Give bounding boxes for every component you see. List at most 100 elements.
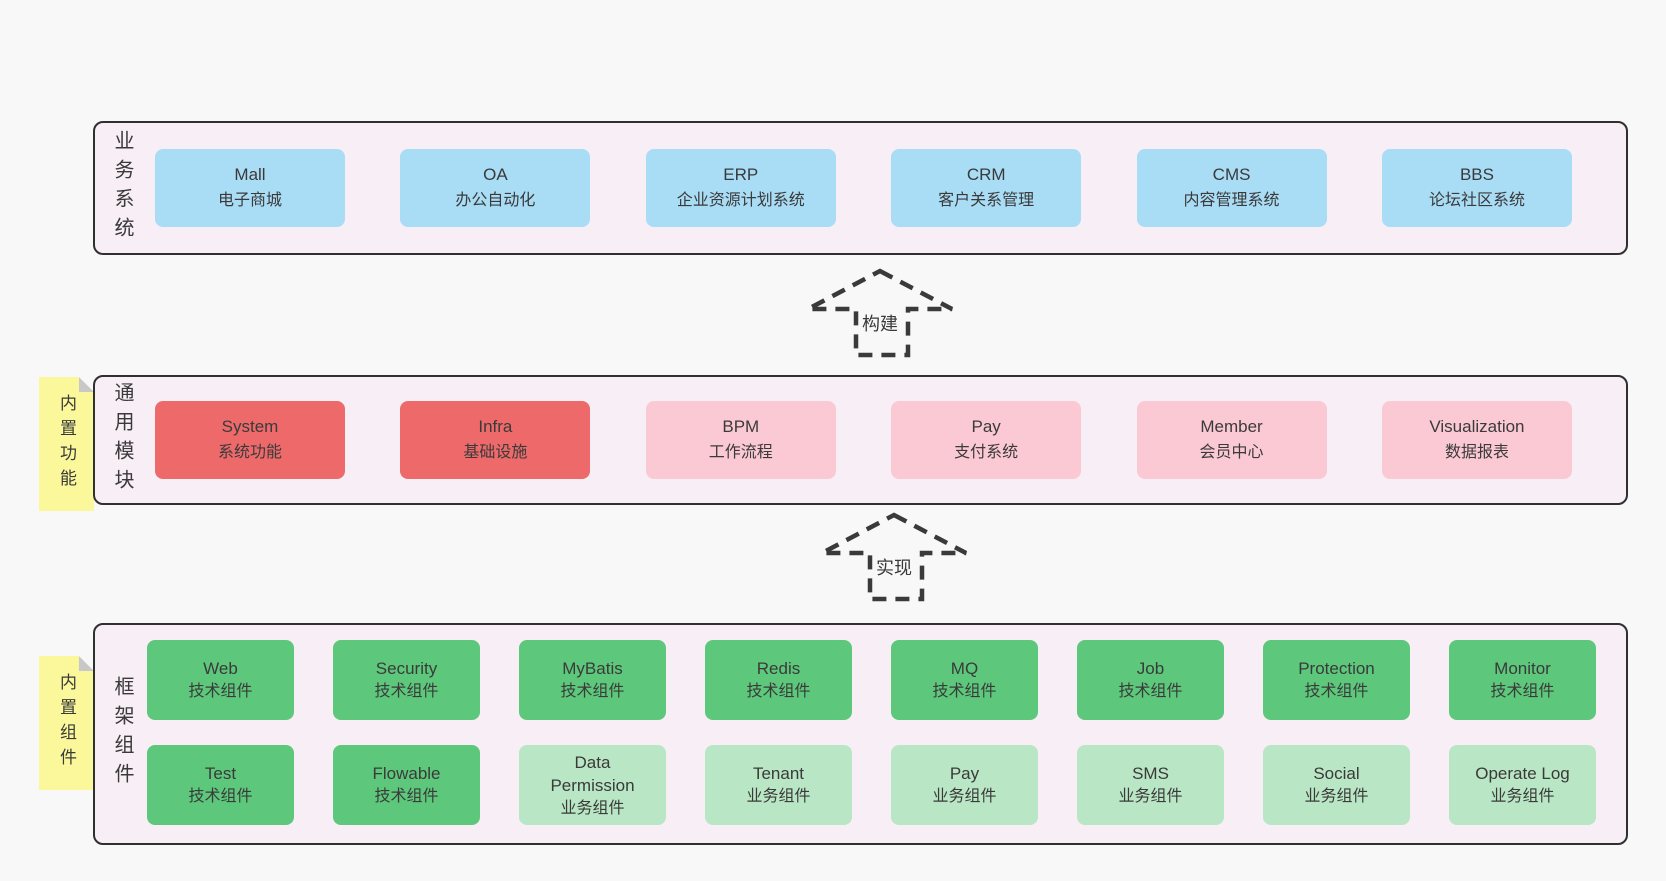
common-modules-layer: 通用模块 System 系统功能 Infra 基础设施 BPM 工作流程 Pay… — [93, 375, 1628, 505]
box-title: OA — [483, 165, 508, 184]
box-visualization: Visualization 数据报表 — [1381, 401, 1572, 479]
box-subtitle: 技术组件 — [1118, 683, 1183, 700]
box-title: CRM — [966, 165, 1006, 184]
box-title: Protection — [1298, 659, 1375, 678]
box-title: Data Permission — [550, 752, 635, 795]
up-arrow-icon — [806, 268, 954, 358]
box-subtitle: 数据报表 — [1444, 444, 1509, 461]
box-bbs: BBS 论坛社区系统 — [1381, 149, 1572, 227]
box-subtitle: 技术组件 — [560, 683, 625, 700]
box-subtitle: 业务组件 — [1304, 788, 1369, 805]
box-title: BPM — [722, 417, 760, 436]
box-subtitle: 技术组件 — [188, 788, 253, 805]
box-subtitle: 技术组件 — [746, 683, 811, 700]
box-title: MQ — [950, 659, 979, 678]
box-title: Security — [375, 659, 438, 678]
box-protection: Protection 技术组件 — [1263, 640, 1410, 720]
box-subtitle: 技术组件 — [374, 683, 439, 700]
framework-components-layer: 框架组件 Web 技术组件 Security 技术组件 MyBatis 技术组件… — [93, 623, 1628, 845]
layer-label-business: 业务系统 — [111, 130, 133, 246]
box-test: Test 技术组件 — [147, 745, 294, 825]
box-title: CMS — [1212, 165, 1251, 184]
box-title: Operate Log — [1475, 764, 1570, 783]
box-title: Web — [203, 659, 238, 678]
box-title: Infra — [478, 417, 513, 436]
up-arrow-icon — [820, 512, 968, 602]
box-subtitle: 客户关系管理 — [938, 192, 1035, 209]
box-title: Test — [204, 764, 237, 783]
box-title: Visualization — [1429, 417, 1525, 436]
box-subtitle: 技术组件 — [188, 683, 253, 700]
folded-corner-icon — [79, 656, 94, 671]
box-title: BBS — [1459, 165, 1494, 184]
box-title: ERP — [723, 165, 759, 184]
box-pay-biz: Pay 业务组件 — [891, 745, 1038, 825]
box-mybatis: MyBatis 技术组件 — [519, 640, 666, 720]
layer-label-modules: 通用模块 — [111, 382, 133, 498]
box-title: Member — [1200, 417, 1263, 436]
box-subtitle: 业务组件 — [560, 799, 625, 817]
implement-arrow: 实现 — [818, 510, 970, 604]
box-subtitle: 论坛社区系统 — [1428, 192, 1525, 209]
layer-label-components: 框架组件 — [111, 676, 133, 792]
box-flowable: Flowable 技术组件 — [333, 745, 480, 825]
box-subtitle: 电子商城 — [217, 192, 282, 209]
box-subtitle: 企业资源计划系统 — [676, 192, 805, 209]
box-title: Flowable — [372, 764, 441, 783]
box-mq: MQ 技术组件 — [891, 640, 1038, 720]
box-title: Pay — [971, 417, 1001, 436]
implement-arrow-label: 实现 — [873, 554, 915, 580]
box-data-permission: Data Permission 业务组件 — [519, 745, 666, 825]
box-subtitle: 业务组件 — [1118, 788, 1183, 805]
box-title: Redis — [756, 659, 801, 678]
module-boxes: System 系统功能 Infra 基础设施 BPM 工作流程 Pay 支付系统… — [155, 377, 1572, 503]
note-text: 内置组件 — [57, 673, 76, 773]
box-title: Tenant — [752, 764, 805, 783]
box-title: Monitor — [1494, 659, 1551, 678]
box-infra: Infra 基础设施 — [400, 401, 591, 479]
build-arrow: 构建 — [804, 266, 956, 360]
box-oa: OA 办公自动化 — [400, 149, 591, 227]
box-subtitle: 办公自动化 — [455, 192, 536, 209]
box-subtitle: 会员中心 — [1199, 444, 1264, 461]
box-erp: ERP 企业资源计划系统 — [645, 149, 836, 227]
box-tenant: Tenant 业务组件 — [705, 745, 852, 825]
box-subtitle: 技术组件 — [1490, 683, 1555, 700]
box-job: Job 技术组件 — [1077, 640, 1224, 720]
folded-corner-icon — [79, 377, 94, 392]
box-web: Web 技术组件 — [147, 640, 294, 720]
box-mall: Mall 电子商城 — [155, 149, 345, 227]
business-component-boxes: Test 技术组件 Flowable 技术组件 Data Permission … — [147, 745, 1596, 825]
note-text: 内置功能 — [57, 394, 76, 494]
box-title: Mall — [234, 165, 266, 184]
box-subtitle: 工作流程 — [708, 444, 773, 461]
box-title: Job — [1136, 659, 1165, 678]
box-subtitle: 技术组件 — [1304, 683, 1369, 700]
box-security: Security 技术组件 — [333, 640, 480, 720]
box-subtitle: 系统功能 — [217, 444, 282, 461]
box-redis: Redis 技术组件 — [705, 640, 852, 720]
box-subtitle: 技术组件 — [932, 683, 997, 700]
box-title: SMS — [1132, 764, 1169, 783]
box-cms: CMS 内容管理系统 — [1136, 149, 1327, 227]
box-subtitle: 技术组件 — [374, 788, 439, 805]
box-social: Social 业务组件 — [1263, 745, 1410, 825]
box-bpm: BPM 工作流程 — [645, 401, 836, 479]
box-subtitle: 业务组件 — [1490, 788, 1555, 805]
sticky-note-builtin-features: 内置功能 — [39, 377, 94, 511]
box-subtitle: 基础设施 — [463, 444, 528, 461]
box-title: MyBatis — [562, 659, 623, 678]
box-pay: Pay 支付系统 — [891, 401, 1082, 479]
business-boxes: Mall 电子商城 OA 办公自动化 ERP 企业资源计划系统 CRM 客户关系… — [155, 123, 1572, 253]
box-title: System — [221, 417, 279, 436]
build-arrow-label: 构建 — [859, 310, 901, 336]
sticky-note-builtin-components: 内置组件 — [39, 656, 94, 790]
box-title: Social — [1313, 764, 1360, 783]
business-systems-layer: 业务系统 Mall 电子商城 OA 办公自动化 ERP 企业资源计划系统 CRM… — [93, 121, 1628, 255]
box-sms: SMS 业务组件 — [1077, 745, 1224, 825]
tech-component-boxes: Web 技术组件 Security 技术组件 MyBatis 技术组件 Redi… — [147, 640, 1596, 720]
box-subtitle: 支付系统 — [954, 444, 1019, 461]
box-monitor: Monitor 技术组件 — [1449, 640, 1596, 720]
box-operate-log: Operate Log 业务组件 — [1449, 745, 1596, 825]
